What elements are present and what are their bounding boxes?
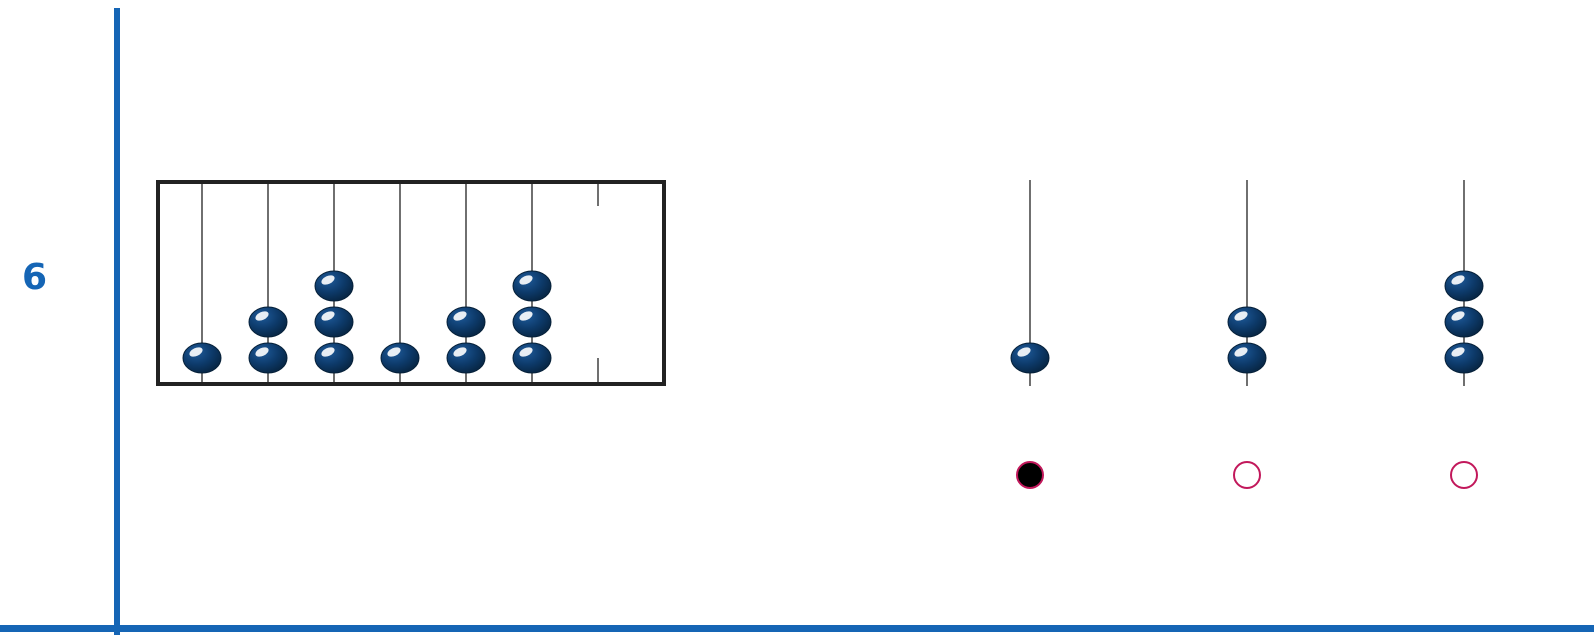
sequence-rod [315, 184, 353, 382]
abacus-bead [513, 307, 551, 337]
abacus-bead [1228, 343, 1266, 373]
sequence-rod [513, 184, 551, 382]
sequence-rod [447, 184, 485, 382]
abacus-bead [1445, 271, 1483, 301]
abacus-bead [249, 343, 287, 373]
option-radio[interactable] [1451, 462, 1477, 488]
abacus-bead [315, 271, 353, 301]
abacus-bead [183, 343, 221, 373]
option-radio[interactable] [1234, 462, 1260, 488]
abacus-bead [447, 343, 485, 373]
abacus-bead [513, 343, 551, 373]
abacus-bead [315, 343, 353, 373]
option-radio[interactable] [1017, 462, 1043, 488]
abacus-bead [513, 271, 551, 301]
abacus-bead [1445, 307, 1483, 337]
answer-option[interactable] [1228, 180, 1266, 488]
answer-option[interactable] [1445, 180, 1483, 488]
sequence-rod [183, 184, 221, 382]
abacus-bead [1011, 343, 1049, 373]
sequence-rod [249, 184, 287, 382]
abacus-bead [1228, 307, 1266, 337]
sequence-rod [381, 184, 419, 382]
answer-options [1011, 180, 1483, 488]
answer-option[interactable] [1011, 180, 1049, 488]
sequence-rods [183, 184, 598, 382]
abacus-bead [1445, 343, 1483, 373]
abacus-bead [249, 307, 287, 337]
abacus-bead [447, 307, 485, 337]
abacus-bead [315, 307, 353, 337]
abacus-bead [381, 343, 419, 373]
